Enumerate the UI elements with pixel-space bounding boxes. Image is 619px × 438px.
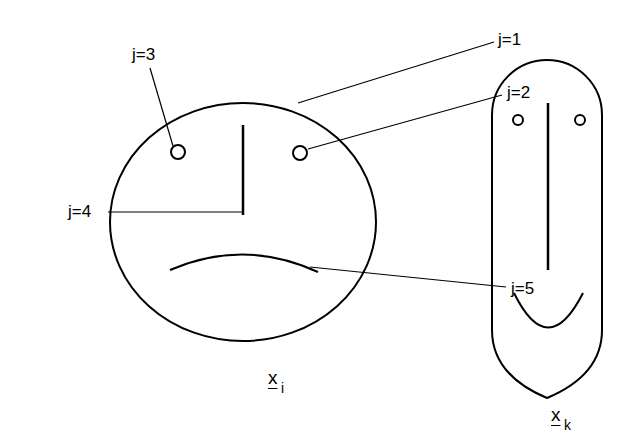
- vector-subscript: k: [564, 418, 571, 432]
- callout-label: j=2: [507, 84, 530, 101]
- eye: [575, 115, 585, 125]
- leader-line: [310, 267, 506, 287]
- face-outline: [492, 60, 602, 398]
- leader-line: [108, 211, 242, 212]
- vector-symbol: x: [551, 405, 561, 424]
- eye: [293, 146, 307, 160]
- callout-label: j=5: [511, 280, 534, 297]
- vector-symbol: x: [268, 368, 278, 387]
- mouth: [170, 254, 318, 272]
- eye: [513, 115, 523, 125]
- eye: [171, 145, 185, 159]
- callout-label: j=3: [132, 46, 155, 63]
- nose: [242, 125, 245, 215]
- face-outline: [110, 103, 376, 341]
- nose: [547, 103, 550, 270]
- leader-line: [298, 42, 494, 103]
- vector-subscript: i: [281, 381, 284, 395]
- callout-label: j=4: [68, 203, 91, 220]
- mouth: [514, 293, 583, 328]
- callout-label: j=1: [498, 31, 521, 48]
- leader-line: [150, 68, 173, 146]
- leader-line: [308, 95, 502, 149]
